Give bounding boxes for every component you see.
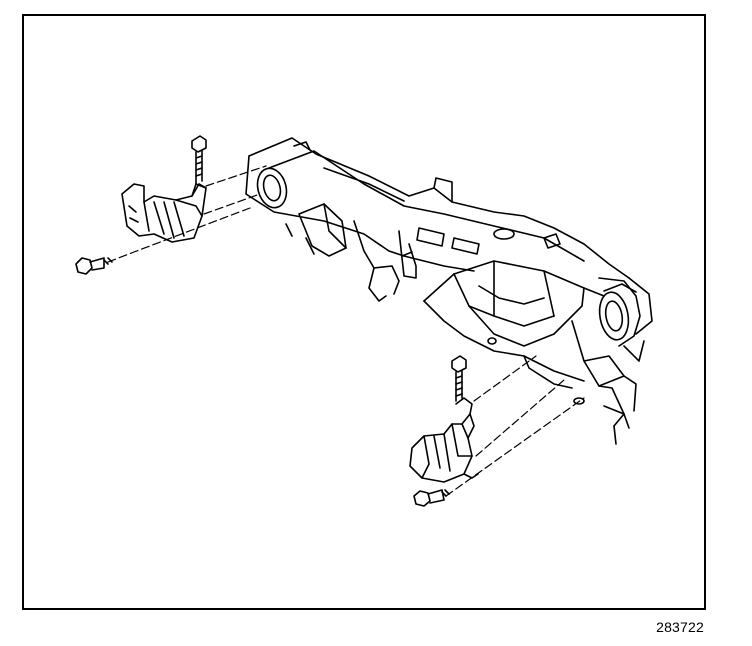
bolt-left-horizontal	[75, 257, 113, 275]
right-mount-bracket	[409, 397, 479, 483]
left-mount-bracket	[121, 183, 207, 243]
figure-number: 283722	[656, 619, 704, 635]
bolt-right-lower	[413, 489, 450, 507]
diagram-frame	[22, 14, 706, 610]
front-crossmember	[245, 137, 653, 445]
crossmember-exploded-view	[75, 135, 653, 507]
bolt-top-left	[191, 135, 207, 185]
alignment-lines	[107, 165, 585, 497]
bolt-right-vertical	[451, 355, 467, 402]
